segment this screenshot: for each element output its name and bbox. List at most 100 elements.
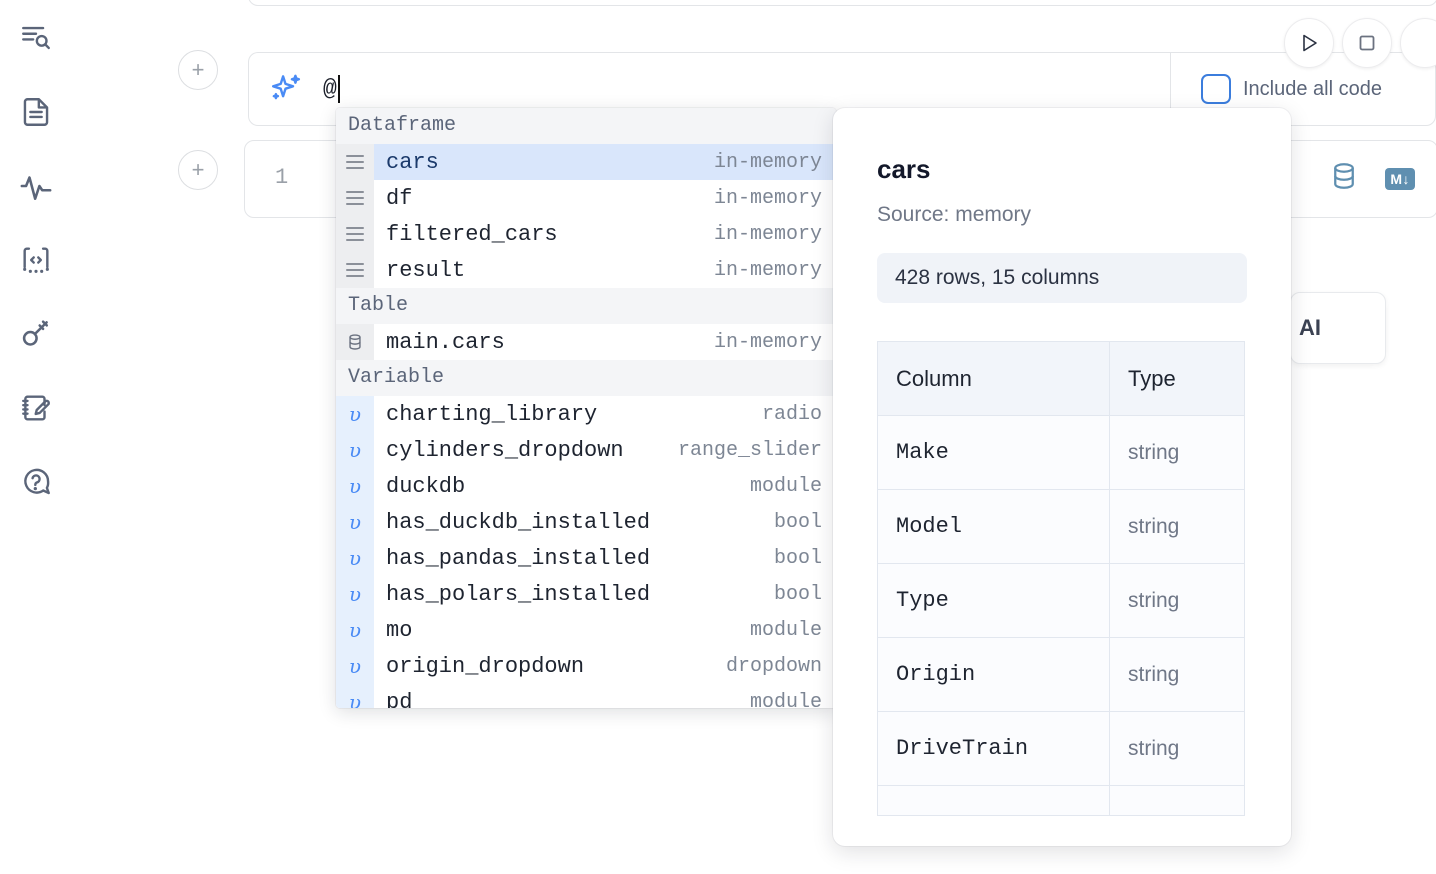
list-lines-icon — [336, 180, 374, 216]
autocomplete-item-name: result — [386, 257, 466, 283]
upsilon-icon: υ — [336, 684, 374, 708]
upsilon-icon: υ — [336, 648, 374, 684]
file-text-icon[interactable] — [16, 92, 56, 132]
docs-cell-column — [877, 785, 1110, 816]
docs-cell-type: string — [1109, 711, 1245, 786]
documentation-panel: cars Source: memory 428 rows, 15 columns… — [833, 108, 1291, 846]
docs-shape-badge: 428 rows, 15 columns — [877, 253, 1247, 303]
autocomplete-item-name: origin_dropdown — [386, 653, 585, 679]
autocomplete-group-header: Dataframe — [336, 108, 836, 144]
autocomplete-item-name: main.cars — [386, 329, 505, 355]
autocomplete-item-name: has_polars_installed — [386, 581, 651, 607]
autocomplete-item-name: df — [386, 185, 413, 211]
autocomplete-item-type: in-memory — [713, 330, 822, 354]
autocomplete-item-name: cylinders_dropdown — [386, 437, 624, 463]
include-all-code-checkbox[interactable] — [1201, 74, 1231, 104]
autocomplete-item-type: in-memory — [713, 150, 822, 174]
autocomplete-item-type: dropdown — [725, 654, 822, 678]
autocomplete-item-type: bool — [773, 582, 822, 606]
autocomplete-item[interactable]: υ charting_library radio — [336, 396, 836, 432]
add-cell-button-top[interactable]: + — [178, 50, 218, 90]
search-outline-icon[interactable] — [16, 18, 56, 58]
autocomplete-item[interactable]: result in-memory — [336, 252, 836, 288]
text-cursor — [337, 75, 340, 103]
database-icon[interactable] — [1329, 161, 1359, 196]
upsilon-icon: υ — [336, 612, 374, 648]
sparkle-icon — [269, 71, 305, 107]
autocomplete-item-name: cars — [386, 149, 439, 175]
run-button[interactable] — [1284, 18, 1334, 68]
docs-cell-column: Model — [877, 489, 1110, 564]
list-lines-icon — [336, 252, 374, 288]
autocomplete-item-name: pd — [386, 689, 413, 709]
previous-cell-edge — [248, 0, 1436, 6]
autocomplete-item-name: charting_library — [386, 401, 598, 427]
docs-title: cars — [877, 154, 931, 184]
database-icon — [336, 324, 374, 360]
docs-header-column: Column — [877, 341, 1110, 416]
docs-header-type: Type — [1109, 341, 1245, 416]
docs-table-row-clipped — [877, 785, 1245, 816]
autocomplete-item-name: duckdb — [386, 473, 466, 499]
autocomplete-group-header: Table — [336, 288, 836, 324]
run-controls — [1284, 18, 1436, 68]
upsilon-icon: υ — [336, 396, 374, 432]
stop-button[interactable] — [1342, 18, 1392, 68]
include-all-code-row[interactable]: Include all code — [1201, 74, 1382, 104]
autocomplete-group-header: Variable — [336, 360, 836, 396]
docs-cell-column: DriveTrain — [877, 711, 1110, 786]
upsilon-icon: υ — [336, 468, 374, 504]
autocomplete-item-type: module — [749, 690, 822, 709]
docs-cell-column: Type — [877, 563, 1110, 638]
cell-toolbar: M↓ — [1329, 161, 1415, 196]
add-cell-button-bottom[interactable]: + — [178, 150, 218, 190]
autocomplete-item-name: has_pandas_installed — [386, 545, 651, 571]
upsilon-icon: υ — [336, 540, 374, 576]
code-snippet-icon[interactable] — [16, 240, 56, 280]
autocomplete-item[interactable]: υ has_duckdb_installed bool — [336, 504, 836, 540]
docs-cell-type: string — [1109, 563, 1245, 638]
autocomplete-item[interactable]: υ origin_dropdown dropdown — [336, 648, 836, 684]
key-icon[interactable] — [16, 314, 56, 354]
ai-suggestion-chip[interactable]: AI — [1290, 292, 1386, 364]
help-chat-icon[interactable] — [16, 462, 56, 502]
upsilon-icon: υ — [336, 504, 374, 540]
ai-prompt-input[interactable]: @ — [323, 75, 340, 103]
activity-pulse-icon[interactable] — [16, 166, 56, 206]
autocomplete-item-name: has_duckdb_installed — [386, 509, 651, 535]
autocomplete-item-type: in-memory — [713, 258, 822, 282]
autocomplete-item-name: mo — [386, 617, 413, 643]
notebook-edit-icon[interactable] — [16, 388, 56, 428]
markdown-icon[interactable]: M↓ — [1385, 167, 1415, 190]
autocomplete-item[interactable]: cars in-memory — [336, 144, 836, 180]
autocomplete-item-type: radio — [761, 402, 822, 426]
docs-cell-type: string — [1109, 415, 1245, 490]
docs-source: Source: memory — [877, 203, 1032, 226]
autocomplete-item[interactable]: main.cars in-memory — [336, 324, 836, 360]
docs-cell-type — [1109, 785, 1245, 816]
autocomplete-item-type: module — [749, 474, 822, 498]
more-actions-button[interactable] — [1400, 18, 1436, 68]
list-lines-icon — [336, 216, 374, 252]
docs-cell-type: string — [1109, 489, 1245, 564]
autocomplete-item-type: range_slider — [677, 438, 822, 462]
autocomplete-item-type: module — [749, 618, 822, 642]
autocomplete-item-type: bool — [773, 510, 822, 534]
docs-cell-column: Origin — [877, 637, 1110, 712]
docs-cell-type: string — [1109, 637, 1245, 712]
left-icon-rail — [0, 0, 72, 874]
